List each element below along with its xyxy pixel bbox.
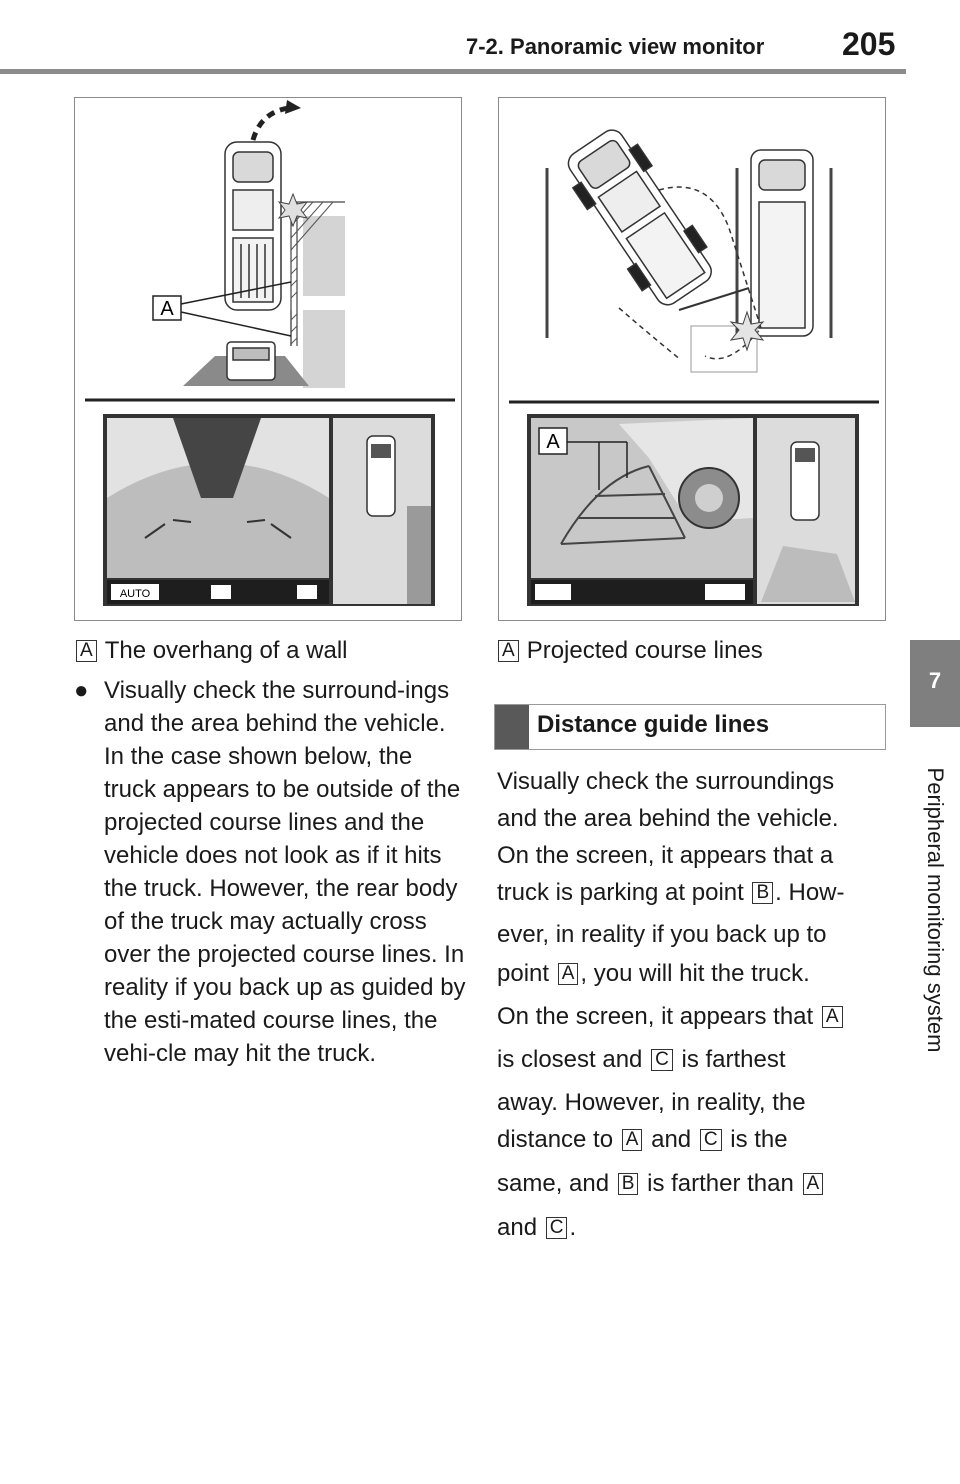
reversing-truck (567, 129, 712, 306)
caption-text: The overhang of a wall (104, 637, 348, 664)
reference-tag: A (557, 963, 579, 985)
paragraph-line: truck is parking at point B. How- (497, 879, 845, 906)
paragraph-line: On the screen, it appears that a (497, 842, 834, 869)
paragraph-line: On the screen, it appears that A (497, 999, 887, 1034)
caption-tag: A (498, 640, 519, 662)
paragraph-line: and the area behind the vehicle. (497, 805, 839, 832)
dashed-path-arrow (250, 105, 290, 141)
bullet-paragraph: ● Visually check the surround-ings and t… (74, 674, 466, 1070)
reference-tag: A (821, 1006, 843, 1028)
callout-box (152, 295, 182, 321)
paragraph-line: distance to A and C is the (497, 1126, 788, 1153)
reference-tag: B (752, 882, 774, 904)
paragraph-line: away. However, in reality, the (497, 1089, 806, 1116)
figure-left-caption: A The overhang of a wall (74, 636, 348, 666)
figure-right-caption: A Projected course lines (496, 636, 763, 666)
reference-tag: B (617, 1173, 639, 1195)
parked-truck (750, 149, 814, 337)
impact-star (729, 310, 765, 352)
reference-tag: A (621, 1129, 643, 1151)
callout-label: A (546, 431, 560, 453)
paragraph-line: point A, you will hit the truck. (497, 960, 810, 987)
section-heading-bar (495, 705, 529, 749)
wall-block-lower (303, 310, 345, 388)
reference-tag: C (651, 1049, 673, 1071)
paragraph-line: ever, in reality if you back up to (497, 921, 827, 948)
screen-auto-label: AUTO (120, 588, 151, 600)
page-number: 205 (842, 26, 896, 62)
header-rule (0, 69, 906, 74)
truck-top-view (224, 141, 282, 311)
truck-rear-view (226, 341, 276, 381)
section-heading: Distance guide lines (494, 704, 886, 750)
wall-block-upper (303, 216, 345, 296)
impact-star (277, 192, 309, 228)
guide-switch-icon (705, 584, 745, 600)
chapter-label: Peripheral monitoring system (923, 767, 948, 1053)
caption-text: Projected course lines (526, 637, 763, 664)
paragraph-line: same, and B is farther than A (497, 1166, 887, 1201)
paragraph-line: is closest and C is farthest (497, 1046, 786, 1073)
reference-tag: C (699, 1129, 722, 1151)
arrow-head (285, 100, 301, 114)
chapter-number: 7 (928, 668, 942, 693)
reference-tag: A (802, 1173, 824, 1195)
wall-overhang-illustration: A AUTO (85, 100, 455, 606)
paragraph-line: Visually check the surroundings (497, 768, 835, 795)
section-title: Distance guide lines (537, 711, 770, 738)
figure-wall-overhang: A AUTO (74, 97, 462, 621)
callout-box (538, 427, 568, 455)
view-toggle-icon (211, 585, 231, 599)
projected-course-illustration: A (509, 129, 879, 606)
bullet-mark: ● (74, 677, 89, 704)
chapter-tab: 7 (910, 640, 960, 727)
bullet-text: Visually check the surround-ings and the… (104, 677, 466, 1067)
guide-mode-icon (535, 584, 571, 600)
paragraph-line: and C. (497, 1214, 577, 1241)
camera-hood-shadow (173, 418, 261, 498)
camera-switch-icon (297, 585, 317, 599)
caption-tag: A (76, 640, 97, 662)
callout-label: A (160, 298, 174, 320)
header-section-title: 7-2. Panoramic view monitor (466, 34, 765, 59)
reference-tag: C (545, 1217, 568, 1239)
figure-projected-course: A (498, 97, 886, 621)
